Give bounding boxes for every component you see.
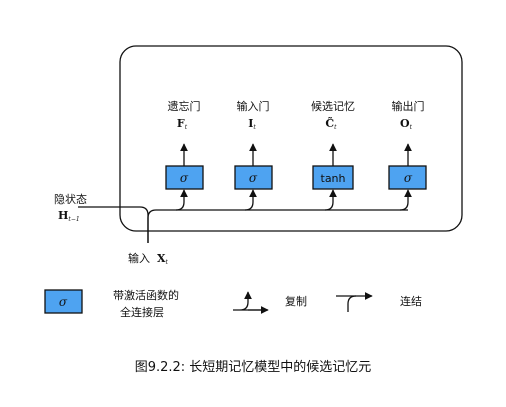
- legend-concat-label: 连结: [400, 295, 422, 308]
- legend-fc-symbol: σ: [59, 295, 68, 309]
- hidden-state-symbol: Ht−1: [58, 209, 80, 223]
- gate-symbol-candidate: C̃t: [325, 117, 337, 131]
- candidate-box: [312, 165, 354, 190]
- branch-input: [244, 189, 257, 211]
- input-gate-op: σ: [249, 171, 258, 185]
- gate-symbol-output: Ot: [400, 117, 413, 131]
- legend-fc-label-2: 全连接层: [120, 305, 164, 319]
- forget-gate-op: σ: [180, 171, 189, 185]
- legend-fc-box: [44, 289, 83, 314]
- legend-concat-icon: [347, 292, 373, 312]
- legend-copy-label: 复制: [285, 294, 307, 308]
- output-gate-box: [388, 165, 427, 190]
- branch-output: [399, 189, 412, 211]
- gate-label-candidate: 候选记忆: [311, 99, 355, 113]
- forget-gate-box: [165, 165, 204, 190]
- gate-label-input: 输入门: [237, 99, 270, 113]
- input-label: 输入: [128, 251, 150, 265]
- cell-frame: [119, 45, 463, 232]
- hidden-state-wire: [78, 206, 149, 243]
- legend-fc-label-1: 带激活函数的: [113, 288, 179, 302]
- candidate-op: tanh: [321, 172, 346, 185]
- gate-label-forget: 遗忘门: [168, 99, 201, 113]
- output-gate-op: σ: [404, 171, 413, 185]
- gate-label-output: 输出门: [392, 99, 425, 113]
- branch-forget: [175, 189, 188, 211]
- input-gate-box: [234, 165, 273, 190]
- input-symbol: Xt: [157, 252, 169, 266]
- input-wire: [147, 209, 408, 243]
- legend-copy-icon: [233, 292, 263, 311]
- figure-caption: 图9.2.2: 长短期记忆模型中的候选记忆元: [135, 359, 372, 375]
- gate-symbol-forget: Ft: [177, 117, 188, 131]
- hidden-state-label: 隐状态: [54, 192, 87, 206]
- gate-symbol-input: It: [248, 117, 256, 131]
- branch-candidate: [324, 189, 337, 211]
